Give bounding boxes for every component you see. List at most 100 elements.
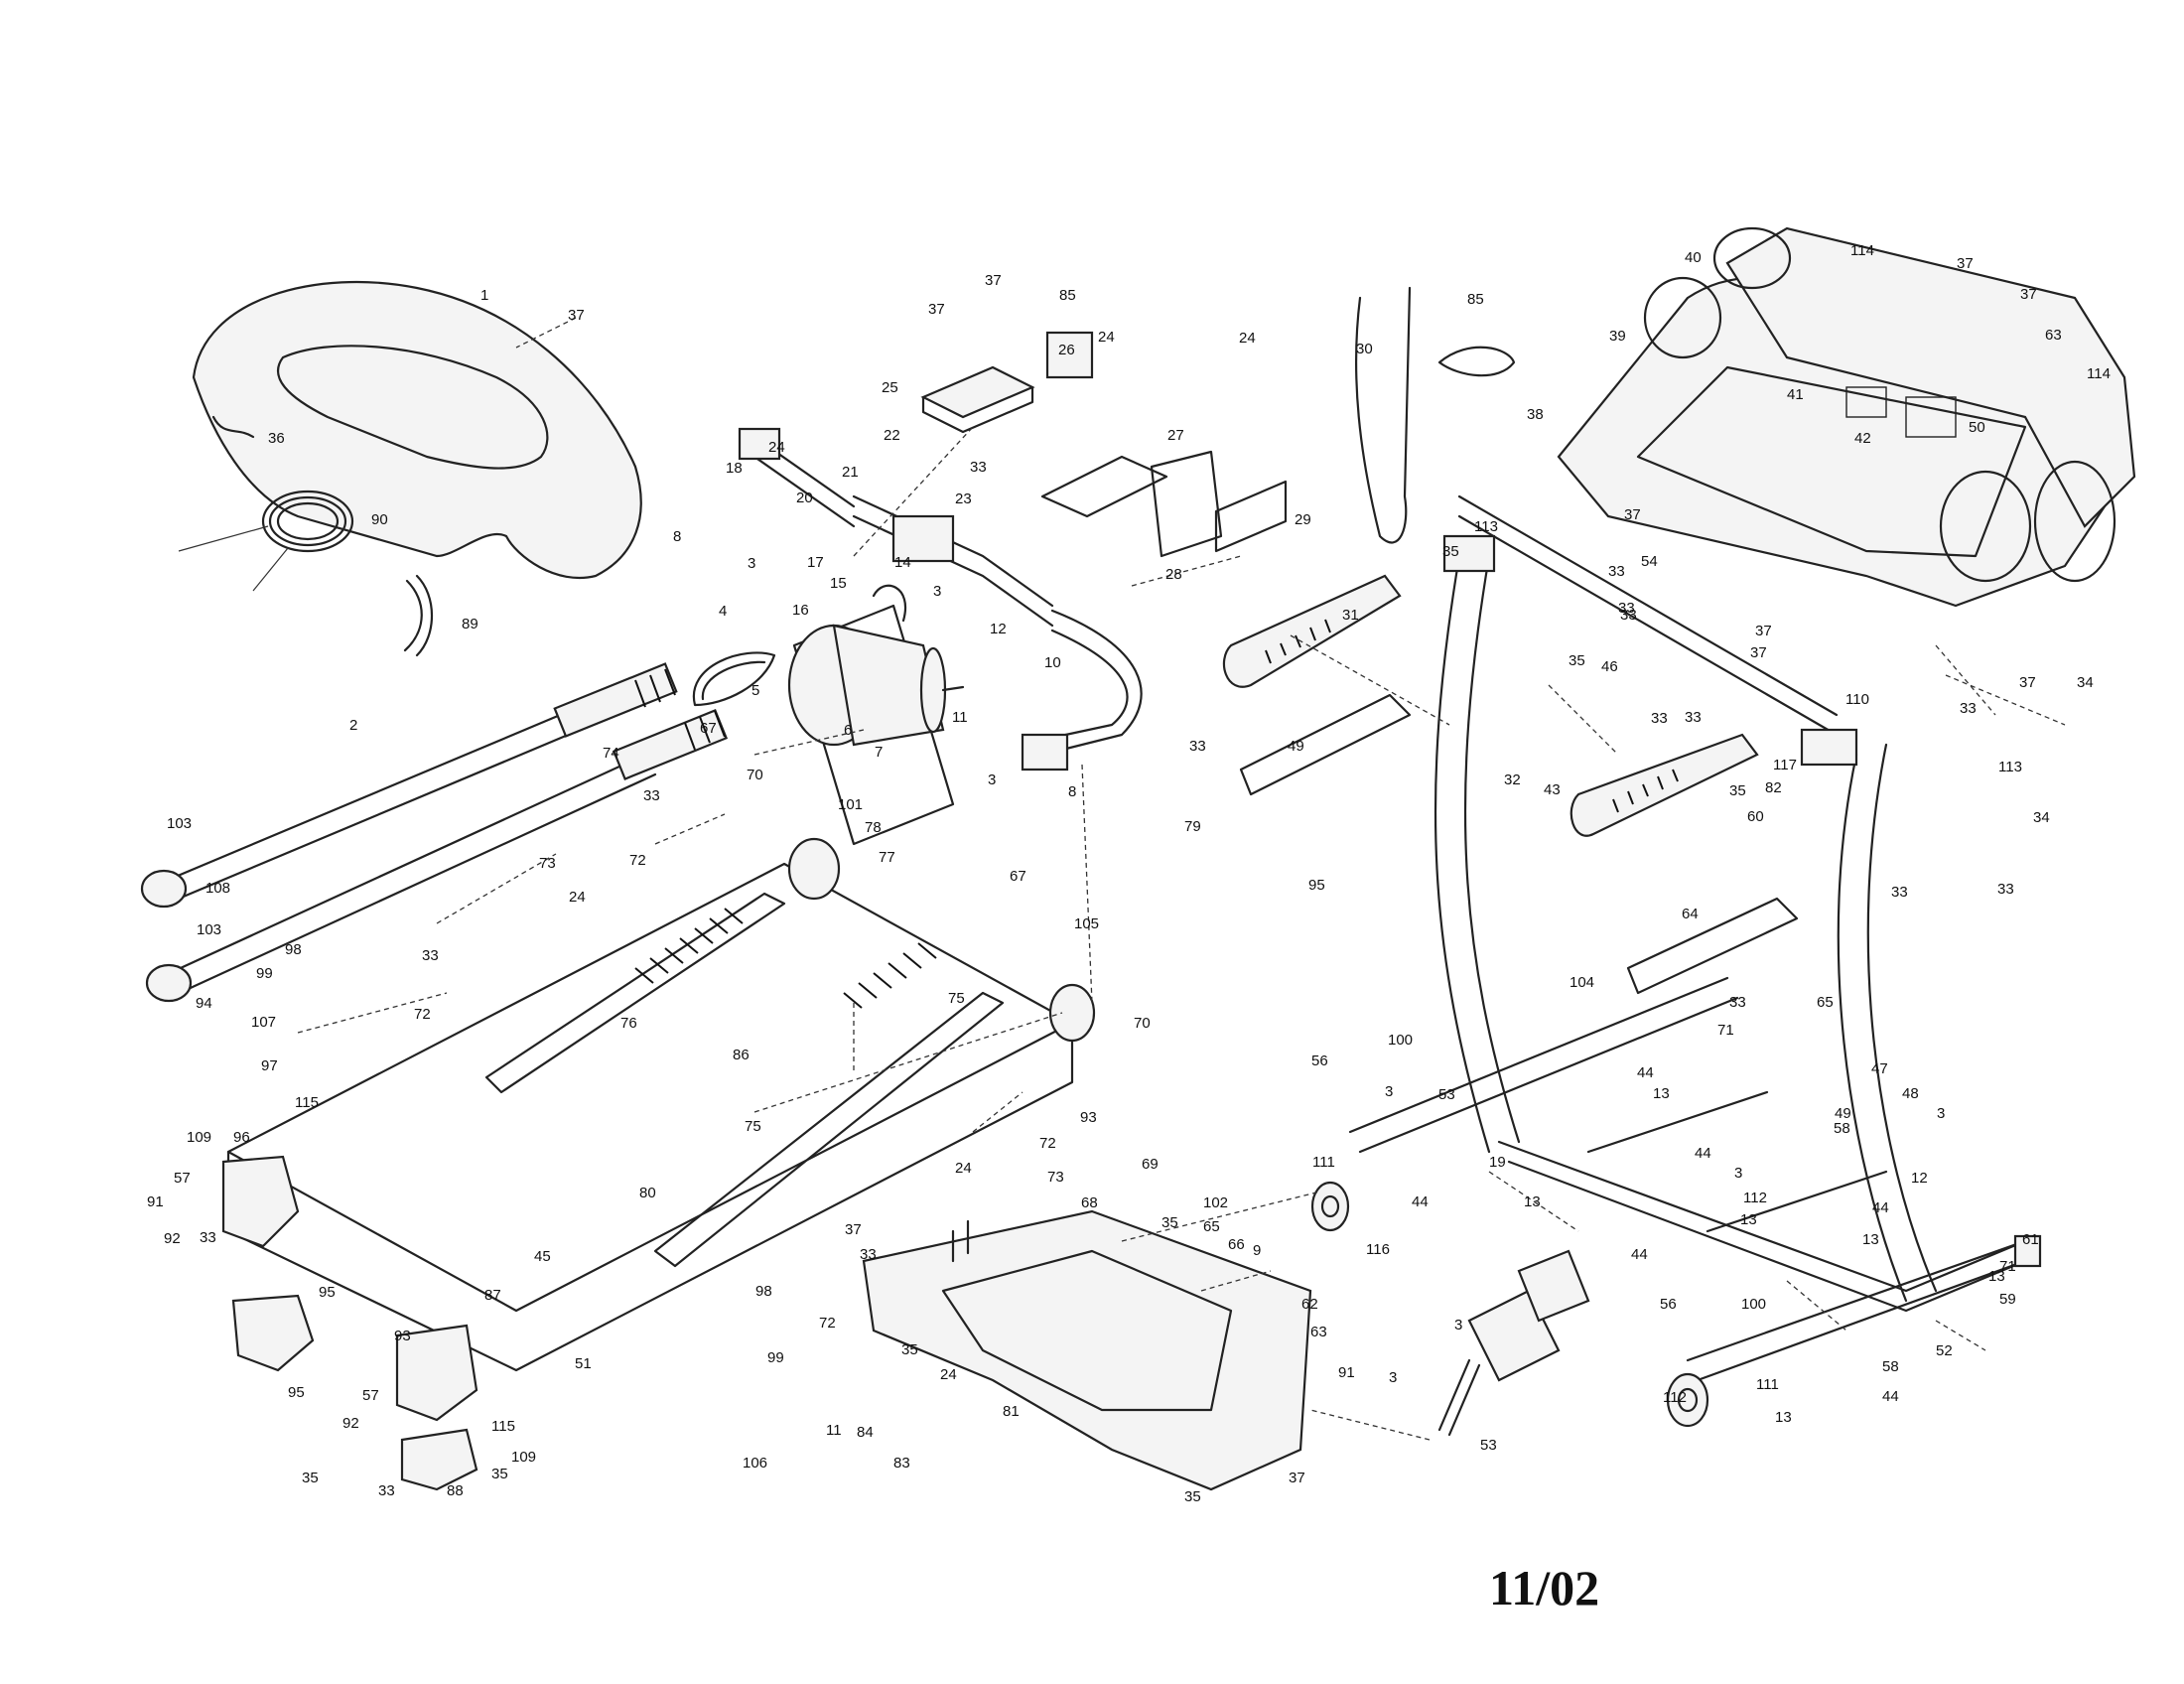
callout: 33 [1618, 600, 1635, 617]
callout: 65 [1817, 994, 1834, 1011]
callout: 95 [1308, 877, 1325, 894]
callout: 112 [1663, 1389, 1687, 1406]
callout: 13 [1740, 1211, 1757, 1228]
callout: 97 [261, 1057, 278, 1074]
callout: 111 [1756, 1376, 1779, 1393]
callout: 3 [1734, 1165, 1742, 1182]
callout: 3 [1937, 1105, 1945, 1122]
leader-lines [297, 317, 2066, 1441]
callout: 41 [1787, 386, 1804, 403]
callout: 57 [174, 1170, 191, 1187]
callout: 12 [990, 621, 1007, 637]
callout: 71 [1717, 1022, 1734, 1039]
callout: 68 [1081, 1194, 1098, 1211]
callout: 33 [1651, 710, 1668, 727]
callout: 91 [147, 1193, 164, 1210]
motor-hood [192, 280, 642, 579]
callout: 109 [511, 1449, 536, 1466]
callout: 72 [1039, 1135, 1056, 1152]
callout: 75 [948, 990, 965, 1007]
callout: 105 [1074, 915, 1099, 932]
callout: 12 [1911, 1170, 1928, 1187]
callout: 7 [875, 744, 883, 761]
callout: 53 [1480, 1437, 1497, 1454]
callout: 100 [1388, 1032, 1413, 1049]
callout: 19 [1489, 1154, 1506, 1171]
callout: 21 [842, 464, 859, 481]
callout: 73 [1047, 1169, 1064, 1186]
callout: 36 [268, 430, 285, 447]
callout: 24 [1098, 329, 1115, 346]
callout: 111 [1312, 1154, 1335, 1171]
callout: 13 [1653, 1085, 1670, 1102]
callout: 53 [1438, 1086, 1455, 1103]
callout: 73 [539, 855, 556, 872]
callout: 69 [1142, 1156, 1159, 1173]
callout: 44 [1872, 1199, 1889, 1216]
callout: 33 [970, 459, 987, 476]
callout: 15 [830, 575, 847, 592]
callout: 83 [893, 1455, 910, 1472]
callout: 101 [838, 796, 863, 813]
callout: 2 [349, 717, 357, 734]
callout: 18 [726, 460, 743, 477]
callout: 96 [233, 1129, 250, 1146]
callout: 1 [480, 287, 488, 304]
callout: 95 [319, 1284, 336, 1301]
callout: 17 [807, 554, 824, 571]
end-caps [221, 1155, 478, 1491]
callout: 78 [865, 819, 882, 836]
callout: 67 [1010, 868, 1026, 885]
motor-mount-frame [738, 427, 1143, 772]
callout: 37 [1624, 506, 1641, 523]
callout: 3 [748, 555, 755, 572]
callout: 30 [1356, 341, 1373, 357]
callout: 57 [362, 1387, 379, 1404]
callout: 85 [1059, 287, 1076, 304]
callout: 35 [491, 1466, 508, 1482]
callout: 56 [1660, 1296, 1677, 1313]
callout: 37 [1957, 255, 1974, 272]
callout: 3 [988, 772, 996, 788]
callout: 24 [768, 439, 785, 456]
callout: 81 [1003, 1403, 1020, 1420]
callout: 37 [928, 301, 945, 318]
callout: 99 [256, 965, 273, 982]
callout: 76 [620, 1015, 637, 1032]
callout: 38 [1527, 406, 1544, 423]
callout: 37 [2020, 286, 2037, 303]
callout: 39 [1609, 328, 1626, 345]
callout: 34 [2077, 674, 2094, 691]
callout: 8 [673, 528, 681, 545]
strap [403, 574, 434, 657]
callout: 13 [1775, 1409, 1792, 1426]
callout: 13 [1988, 1268, 2005, 1285]
callout: 85 [1467, 291, 1484, 308]
callout: 92 [164, 1230, 181, 1247]
wire-bundle [178, 490, 354, 592]
callout: 70 [747, 767, 763, 783]
callout: 40 [1685, 249, 1702, 266]
callout: 35 [901, 1341, 918, 1358]
callout: 79 [1184, 818, 1201, 835]
callout: 113 [1998, 759, 2022, 775]
callout: 37 [985, 272, 1002, 289]
callout: 29 [1295, 511, 1311, 528]
callout: 24 [955, 1160, 972, 1177]
base-frame [1348, 976, 2042, 1382]
transport-wheels [1310, 1181, 1709, 1428]
callout: 33 [1620, 607, 1637, 624]
callout: 45 [534, 1248, 551, 1265]
callout: 98 [285, 941, 302, 958]
callout: 14 [894, 554, 911, 571]
callout: 56 [1311, 1052, 1328, 1069]
callout: 4 [719, 603, 727, 620]
callout: 10 [1044, 654, 1061, 671]
callout: 35 [1442, 543, 1459, 560]
callout: 116 [1366, 1241, 1390, 1258]
callout: 98 [755, 1283, 772, 1300]
callout: 24 [940, 1366, 957, 1383]
callout: 37 [2019, 674, 2036, 691]
callout: 48 [1902, 1085, 1919, 1102]
callout: 3 [1454, 1317, 1462, 1333]
